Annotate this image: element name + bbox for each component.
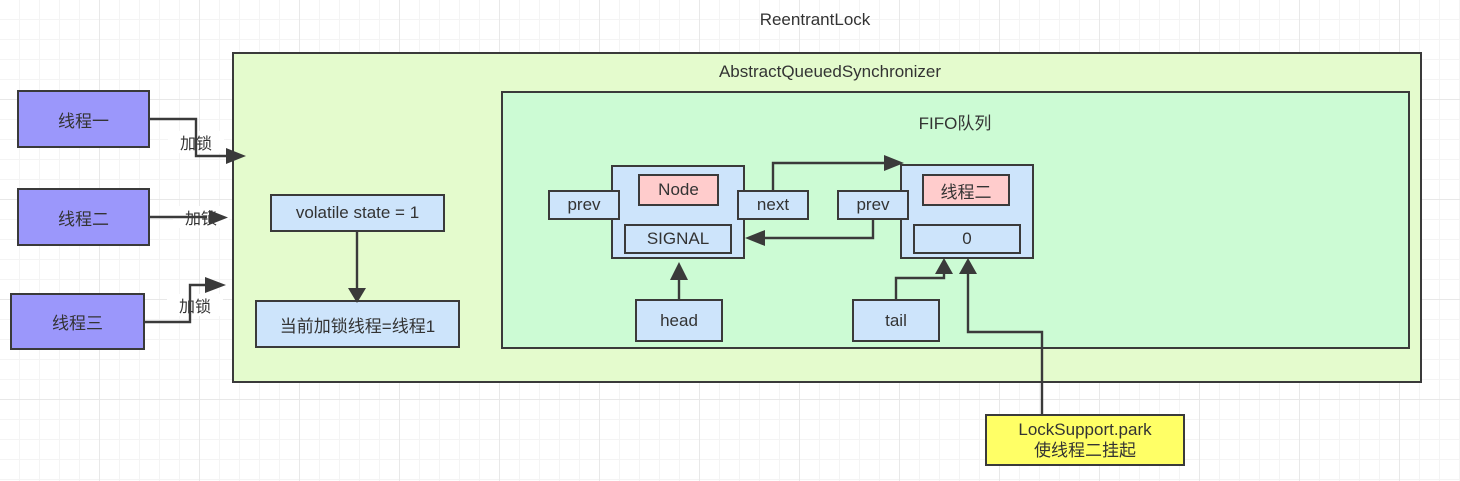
queue-node-2-waitstatus-label: 0 [962, 229, 972, 248]
queue-node-2-payload-label: 线程二 [940, 182, 992, 202]
thread-box-2-label: 线程二 [58, 209, 109, 229]
queue-node-2-waitstatus: 0 [913, 224, 1021, 254]
volatile-state-box: volatile state = 1 [270, 194, 445, 232]
current-owner-label: 当前加锁线程=线程1 [279, 316, 436, 336]
queue-node-2-prev: prev [837, 190, 909, 220]
head-pointer-label: head [660, 310, 698, 330]
queue-node-1-payload-label: Node [658, 180, 699, 199]
lock-edge-label-1: 加锁 [168, 131, 224, 153]
queue-node-1-next: next [737, 190, 809, 220]
queue-node-1-prev: prev [548, 190, 620, 220]
lock-edge-label-3: 加锁 [167, 294, 223, 316]
thread-box-2[interactable]: 线程二 [17, 188, 150, 246]
thread-box-3[interactable]: 线程三 [10, 293, 145, 350]
queue-node-2-prev-label: prev [856, 195, 890, 214]
thread-box-1[interactable]: 线程一 [17, 90, 150, 148]
queue-node-1-waitstatus-label: SIGNAL [646, 229, 710, 248]
tail-pointer-box: tail [852, 299, 940, 342]
locksupport-park-note: LockSupport.park 使线程二挂起 [985, 414, 1185, 466]
head-pointer-box: head [635, 299, 723, 342]
thread-box-3-label: 线程三 [52, 314, 103, 333]
park-note-line2: 使线程二挂起 [1034, 441, 1136, 460]
current-owner-box: 当前加锁线程=线程1 [255, 300, 460, 348]
lock-edge-label-2: 加锁 [173, 206, 229, 228]
arrowhead-thread3-lock [205, 277, 226, 293]
aqs-container-label: AbstractQueuedSynchronizer [718, 62, 942, 81]
thread-box-1-label: 线程一 [58, 111, 109, 131]
fifo-queue-label: FIFO队列 [918, 113, 992, 133]
tail-pointer-label: tail [885, 310, 907, 330]
queue-node-1-next-label: next [756, 195, 790, 214]
volatile-state-label: volatile state = 1 [295, 203, 420, 222]
diagram-title: ReentrantLock [759, 10, 871, 29]
queue-node-2-payload: 线程二 [922, 174, 1010, 206]
queue-node-1-waitstatus: SIGNAL [624, 224, 732, 254]
queue-node-1-payload: Node [638, 174, 719, 206]
queue-node-1-prev-label: prev [567, 195, 601, 214]
park-note-line1: LockSupport.park [1018, 419, 1152, 439]
